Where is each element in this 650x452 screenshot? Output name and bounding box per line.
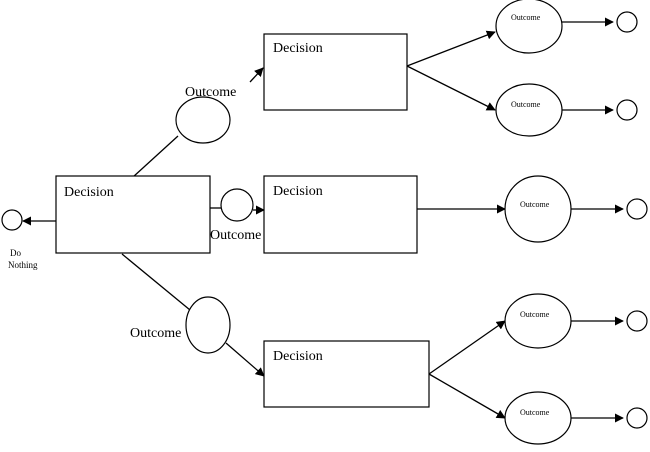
terminal-node-c	[626, 198, 648, 220]
do-nothing-label-line1: Do	[10, 248, 21, 258]
decision-box-middle	[263, 175, 418, 254]
outcome-label-a: Outcome	[511, 13, 541, 22]
outcome-node-middle	[220, 188, 254, 222]
decision-label-bottom: Decision	[273, 349, 323, 364]
terminal-node-b	[616, 99, 638, 121]
arrow-decision-bottom-to-outcome-d	[428, 320, 506, 375]
arrow-outcome-bottom-to-decision-bottom	[225, 342, 265, 377]
arrow-decision-bottom-to-outcome-e	[428, 373, 506, 419]
outcome-node-bottom	[185, 296, 231, 354]
decision-label-top: Decision	[273, 41, 323, 56]
decision-box-root	[55, 175, 211, 254]
decision-label-middle: Decision	[273, 184, 323, 199]
outcome-node-c	[504, 175, 572, 243]
outcome-node-a	[495, 0, 563, 54]
arrow-decision-top-to-outcome-b	[406, 65, 496, 111]
outcome-label-b: Outcome	[511, 100, 541, 109]
outcome-node-e	[504, 391, 572, 445]
outcome-label-bottom: Outcome	[130, 326, 181, 341]
connectors	[22, 17, 624, 423]
terminal-node-do-nothing	[1, 209, 23, 231]
line-root-to-outcome-bottom	[121, 253, 191, 311]
outcome-label-top: Outcome	[185, 85, 236, 100]
outcome-node-b	[495, 83, 563, 137]
arrow-outcome-top-to-decision-top	[249, 67, 264, 83]
outcome-node-d	[504, 293, 572, 349]
terminal-node-a	[616, 11, 638, 33]
outcome-label-c: Outcome	[520, 200, 550, 209]
decision-box-bottom	[263, 340, 430, 408]
outcome-label-e: Outcome	[520, 408, 550, 417]
outcome-node-top	[175, 96, 231, 144]
outcome-label-d: Outcome	[520, 310, 550, 319]
outcome-label-middle: Outcome	[210, 228, 261, 243]
decision-box-top	[263, 33, 408, 111]
terminal-node-e	[626, 407, 648, 429]
line-root-to-outcome-top	[132, 135, 179, 178]
terminal-node-d	[626, 310, 648, 332]
do-nothing-label-line2: Nothing	[8, 260, 38, 270]
arrow-decision-top-to-outcome-a	[406, 30, 496, 67]
decision-label-root: Decision	[64, 185, 114, 200]
